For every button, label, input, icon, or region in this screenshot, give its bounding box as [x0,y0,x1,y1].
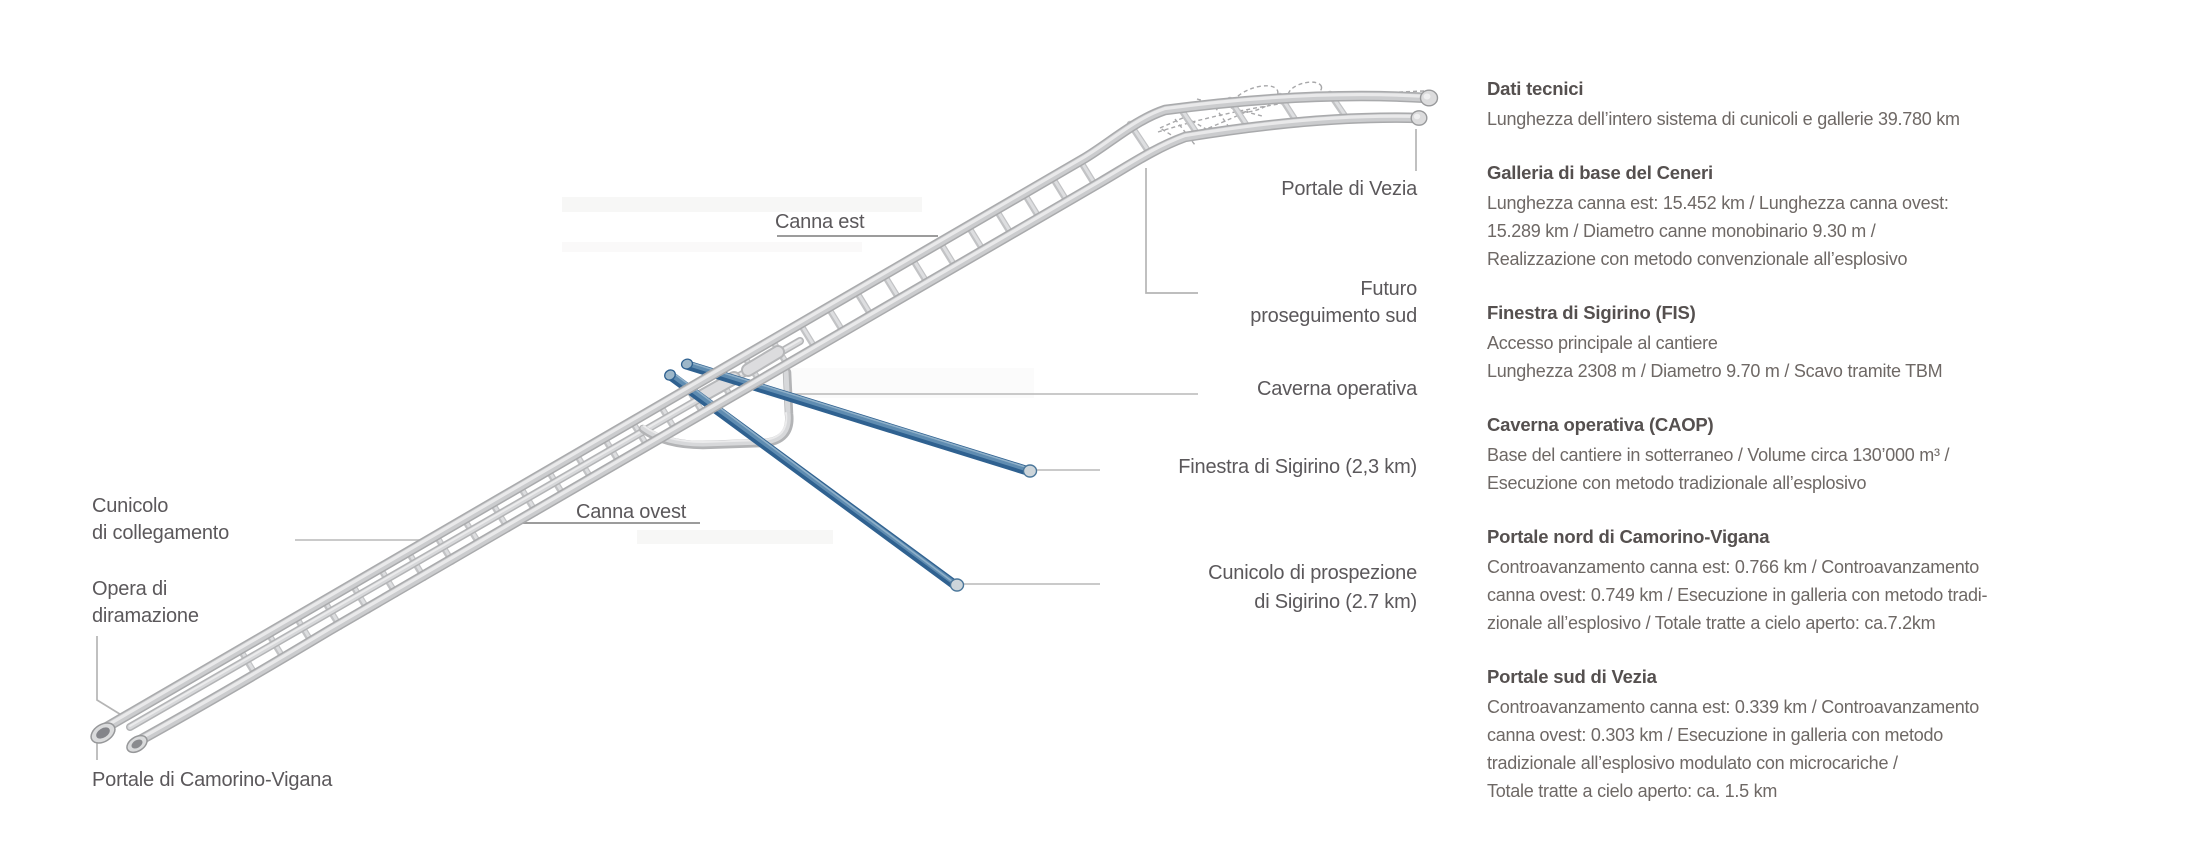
technical-data-panel: Dati tecnici Lunghezza dell’intero siste… [1487,76,2112,832]
section-body: Lunghezza canna est: 15.452 km / Lunghez… [1487,193,1949,269]
section-body: Controavanzamento canna est: 0.766 km / … [1487,557,1988,633]
tunnel-diagram [90,81,1439,760]
portal-caps [90,89,1439,754]
section-heading: Dati tecnici [1487,78,1584,99]
section-heading: Galleria di base del Ceneri [1487,162,1713,183]
section-caverna-operativa: Caverna operativa (CAOP) Base del cantie… [1487,412,2112,497]
leader-futuro-proseguimento [1145,168,1198,294]
section-galleria-di-base: Galleria di base del Ceneri Lunghezza ca… [1487,160,2112,273]
canna-ovest-tube [129,112,1425,749]
label-canna-est: Canna est [775,211,865,233]
leader-lines [96,129,1417,760]
label-caverna-operativa: Caverna operativa [1256,378,1417,400]
label-canna-ovest: Canna ovest [576,501,687,523]
blue-tube-caps [664,358,1038,592]
section-portale-sud: Portale sud di Vezia Controavanzamento c… [1487,664,2112,805]
section-body: Accesso principale al cantiere Lunghezza… [1487,333,1943,381]
label-cunicolo-collegamento: Cunicolo di collegamento [92,495,230,544]
label-cunicolo-prospezione: Cunicolo di prospezione di Sigirino (2.7… [1208,562,1417,613]
label-portale-vezia: Portale di Vezia [1281,178,1417,200]
label-portale-camorino: Portale di Camorino-Vigana [92,769,333,791]
canna-est-tube [94,90,1434,737]
leader-opera-diramazione [96,636,124,717]
section-body: Lunghezza dell’intero sistema di cunicol… [1487,109,1960,129]
cunicolo-di-collegamento-tube [126,337,804,731]
section-heading: Portale sud di Vezia [1487,666,1657,687]
finestra-tube [682,360,1033,476]
label-opera-diramazione: Opera di diramazione [92,578,199,627]
faint-artifact-bands [562,197,1034,544]
label-finestra-sigirino: Finestra di Sigirino (2,3 km) [1178,456,1417,478]
section-dati-tecnici: Dati tecnici Lunghezza dell’intero siste… [1487,76,2112,133]
section-heading: Finestra di Sigirino (FIS) [1487,302,1696,323]
section-heading: Portale nord di Camorino-Vigana [1487,526,1770,547]
section-body: Base del cantiere in sotterraneo / Volum… [1487,445,1950,493]
section-heading: Caverna operativa (CAOP) [1487,414,1714,435]
section-portale-nord: Portale nord di Camorino-Vigana Controav… [1487,524,2112,637]
section-finestra-sigirino: Finestra di Sigirino (FIS) Accesso princ… [1487,300,2112,385]
section-body: Controavanzamento canna est: 0.339 km / … [1487,697,1980,801]
label-futuro-proseguimento: Futuro proseguimento sud [1250,278,1417,327]
